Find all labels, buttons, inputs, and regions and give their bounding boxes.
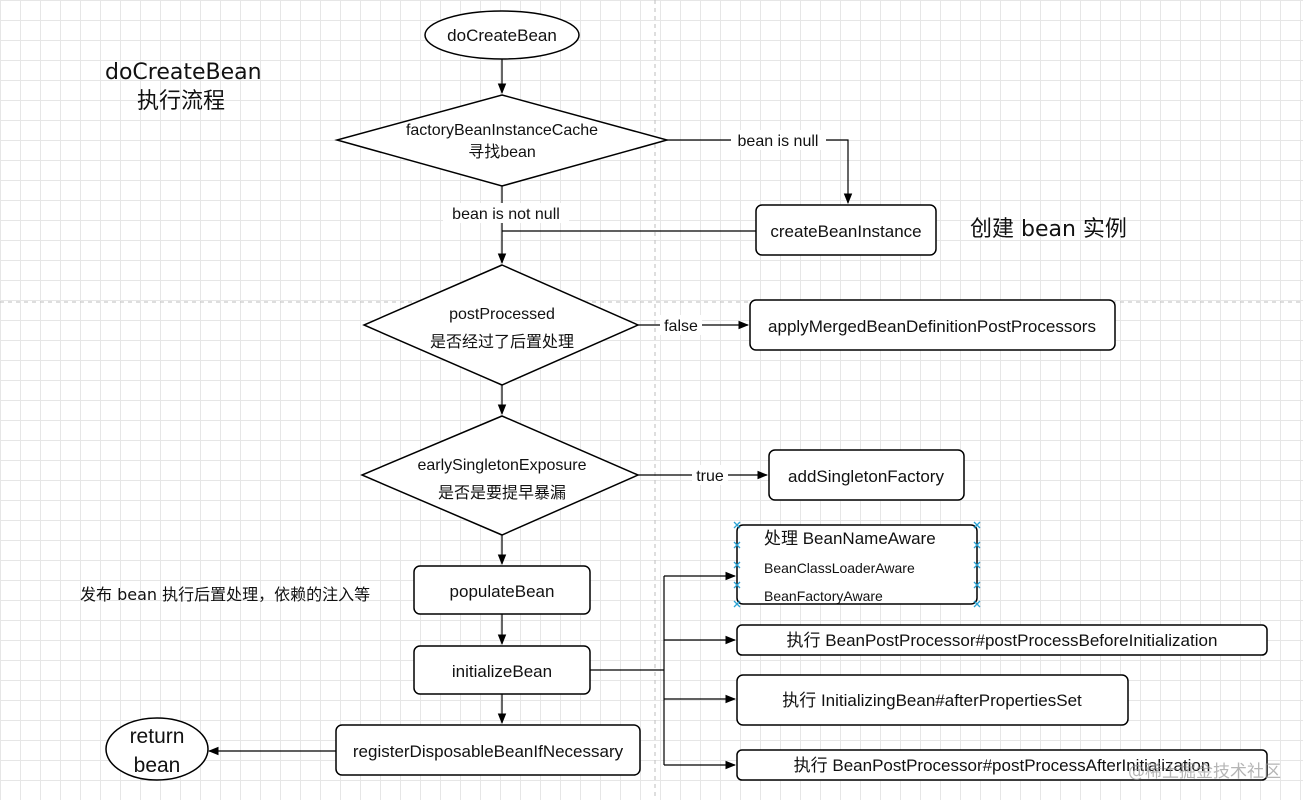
label-bean-is-not-null: bean is not null xyxy=(452,206,560,223)
diagram-title: doCreateBean 执行流程 xyxy=(105,58,262,116)
apply-merged-label: applyMergedBeanDefinitionPostProcessors xyxy=(768,317,1096,336)
aware-line2: BeanClassLoaderAware xyxy=(764,560,915,576)
cache-decision-line2: 寻找bean xyxy=(468,143,536,161)
populate-bean-label: populateBean xyxy=(450,582,555,601)
label-false: false xyxy=(664,318,698,335)
register-disposable-label: registerDisposableBeanIfNecessary xyxy=(353,742,624,761)
post-decision-line2: 是否经过了后置处理 xyxy=(430,333,574,351)
populate-note: 发布 bean 执行后置处理，依赖的注入等 xyxy=(80,585,371,604)
post-decision-line1: postProcessed xyxy=(449,306,555,323)
aware-line3: BeanFactoryAware xyxy=(764,588,883,604)
connectors xyxy=(207,59,853,770)
create-note: 创建 bean 实例 xyxy=(970,217,1127,242)
create-bean-instance-label: createBeanInstance xyxy=(770,222,921,241)
diagram-title-line1: doCreateBean xyxy=(105,60,262,85)
node-populate-bean[interactable]: populateBean xyxy=(413,565,591,615)
node-post-decision[interactable]: postProcessed 是否经过了后置处理 xyxy=(362,264,640,386)
after-init-label: 执行 BeanPostProcessor#postProcessAfterIni… xyxy=(794,756,1211,775)
node-initialize-bean[interactable]: initializeBean xyxy=(413,645,591,695)
add-singleton-factory-label: addSingletonFactory xyxy=(788,467,944,486)
cache-decision-line1: factoryBeanInstanceCache xyxy=(406,122,598,139)
aware-line1: 处理 BeanNameAware xyxy=(764,529,936,548)
node-start-label: doCreateBean xyxy=(447,26,557,45)
return-bean-line2: bean xyxy=(134,754,181,777)
node-cache-decision[interactable]: factoryBeanInstanceCache 寻找bean xyxy=(334,94,670,187)
diagram-title-line2: 执行流程 xyxy=(136,89,225,114)
watermark: @稀土掘金技术社区 xyxy=(1128,762,1281,782)
return-bean-line1: return xyxy=(130,725,185,748)
node-register-disposable[interactable]: registerDisposableBeanIfNecessary xyxy=(335,724,641,776)
node-aware[interactable]: 处理 BeanNameAware BeanClassLoaderAware Be… xyxy=(733,521,981,608)
node-after-init[interactable]: 执行 BeanPostProcessor#postProcessAfterIni… xyxy=(736,749,1268,781)
node-before-init[interactable]: 执行 BeanPostProcessor#postProcessBeforeIn… xyxy=(736,624,1268,656)
after-properties-label: 执行 InitializingBean#afterPropertiesSet xyxy=(782,691,1082,710)
early-decision-line1: earlySingletonExposure xyxy=(418,457,587,474)
node-early-decision[interactable]: earlySingletonExposure 是否是要提早暴漏 xyxy=(360,415,640,536)
label-true: true xyxy=(696,468,724,485)
node-start[interactable]: doCreateBean xyxy=(424,10,580,60)
node-apply-merged[interactable]: applyMergedBeanDefinitionPostProcessors xyxy=(749,299,1116,351)
selection-handles xyxy=(733,521,981,608)
edge-labels: bean is null bean is not null false true xyxy=(443,130,826,485)
node-create-bean-instance[interactable]: createBeanInstance xyxy=(755,204,937,256)
node-return-bean[interactable]: return bean xyxy=(105,717,209,781)
initialize-bean-label: initializeBean xyxy=(452,662,552,681)
label-bean-is-null: bean is null xyxy=(738,133,819,150)
before-init-label: 执行 BeanPostProcessor#postProcessBeforeIn… xyxy=(787,631,1218,650)
node-add-singleton-factory[interactable]: addSingletonFactory xyxy=(768,449,965,501)
edge-cache-to-create xyxy=(667,139,853,205)
node-after-properties[interactable]: 执行 InitializingBean#afterPropertiesSet xyxy=(736,674,1129,726)
early-decision-line2: 是否是要提早暴漏 xyxy=(438,484,566,502)
